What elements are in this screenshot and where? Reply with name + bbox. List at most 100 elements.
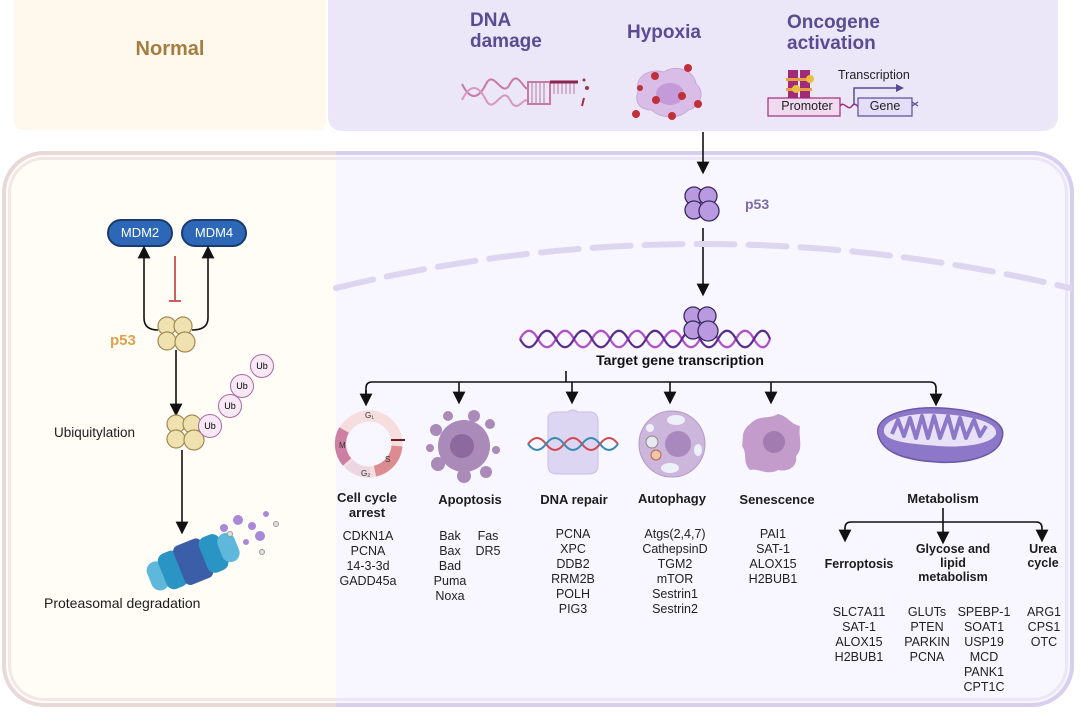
svg-text:M: M [339, 441, 346, 450]
gene: SPEBP-1 [957, 605, 1011, 619]
metabolism-urea-cycle: Urea cycle [1027, 542, 1059, 570]
stress-panel-top [328, 0, 1058, 131]
ubiquitin-chain: Ub Ub Ub Ub [198, 354, 278, 468]
gene: Atgs(2,4,7) [644, 527, 706, 541]
gene-list-apoptosis-col1: Bak Bax Bad Puma Noxa [428, 529, 472, 604]
outcome-metabolism: Metabolism [907, 491, 979, 506]
gene: mTOR [656, 572, 694, 586]
normal-panel-top [14, 0, 326, 130]
gene: PARKIN [904, 635, 950, 649]
gene: GLUTs [907, 605, 947, 619]
gene-list-glycose-col1: GLUTs PTEN PARKIN PCNA [900, 605, 954, 665]
trigger-label: DNA damage [470, 10, 542, 52]
gene: H2BUB1 [748, 572, 798, 586]
gene: CPS1 [1027, 620, 1061, 634]
metabolism-glycose-lipid: Glycose and lipid metabolism [915, 542, 991, 584]
gene: RRM2B [551, 572, 595, 586]
gene: PCNA [909, 650, 945, 664]
p53-tetramer-icon [684, 186, 720, 222]
gene: SAT-1 [756, 542, 790, 556]
gene: XPC [560, 542, 586, 556]
gene: PTEN [910, 620, 944, 634]
gene: ALOX15 [835, 635, 883, 649]
transcription-label: Transcription [838, 68, 910, 82]
p53-normal-tetramer-icon [157, 316, 196, 353]
gene-list-cell-cycle: CDKN1A PCNA 14-3-3d GADD45a [328, 529, 408, 589]
gene: DDB2 [556, 557, 590, 571]
gene: USP19 [964, 635, 1004, 649]
promoter-label: Promoter [781, 99, 833, 113]
hypoxia-cell-icon [632, 64, 702, 120]
svg-text:S: S [385, 455, 390, 464]
cell-membrane-inner-normal [8, 157, 348, 701]
ubiquitin-tag: Ub [198, 414, 222, 438]
outcome-senescence: Senescence [739, 492, 815, 507]
dna-damage-icon [461, 77, 589, 107]
apoptosis-cell-icon [426, 410, 500, 483]
gene: Puma [433, 574, 467, 588]
gene: 14-3-3d [346, 559, 390, 573]
p53-ubiquitinated-icon [166, 414, 205, 451]
ubiquitylation-label: Ubiquitylation [54, 425, 136, 440]
metabolism-ferroptosis: Ferroptosis [824, 557, 894, 571]
ubiquitin-tag: Ub [230, 374, 254, 398]
gene-list-senescence: PAI1 SAT-1 ALOX15 H2BUB1 [738, 527, 808, 587]
gene-list-urea-cycle: ARG1 CPS1 OTC [1022, 605, 1066, 650]
gene: Sestrin1 [652, 587, 698, 601]
gene: Fas [477, 529, 499, 543]
nuclear-envelope [333, 241, 1073, 291]
trigger-hypoxia: Hypoxia [627, 22, 701, 43]
gene: Sestrin2 [652, 602, 698, 616]
ubiquitin-tag: Ub [250, 354, 274, 378]
gene-list-ferroptosis: SLC7A11 SAT-1 ALOX15 H2BUB1 [826, 605, 892, 665]
outcome-autophagy: Autophagy [638, 491, 706, 506]
proteasomal-degradation-label: Proteasomal degradation [44, 595, 201, 611]
gene-label: Gene [869, 99, 901, 113]
outcome-dna-repair: DNA repair [540, 492, 608, 507]
gene: PCNA [350, 544, 386, 558]
gene: Noxa [435, 589, 465, 603]
outcome-cell-cycle-arrest: Cell cycle arrest [337, 490, 397, 520]
gene: CPT1C [963, 680, 1005, 694]
gene: Bad [438, 559, 462, 573]
dna-helix-icon [519, 329, 772, 349]
gene: SOAT1 [963, 620, 1005, 634]
gene: PIG3 [558, 602, 588, 616]
gene: POLH [555, 587, 591, 601]
cell-membrane-inner-stress [336, 157, 1068, 701]
gene: SLC7A11 [832, 605, 886, 619]
gene: CathepsinD [642, 542, 708, 556]
p53-normal-label: p53 [110, 332, 136, 349]
gene: PAI1 [759, 527, 787, 541]
cell-cycle-icon: G₁ S G₂ M [334, 410, 405, 478]
gene: OTC [1030, 635, 1058, 649]
gene: ALOX15 [749, 557, 797, 571]
gene: CDKN1A [342, 529, 394, 543]
normal-label: Normal [135, 38, 205, 60]
p53-bound-tetramer-icon [683, 306, 719, 342]
oncogene-activation-icon [767, 70, 919, 117]
target-gene-transcription-label: Target gene transcription [596, 352, 764, 368]
dna-repair-icon [527, 409, 619, 475]
gene: GADD45a [339, 574, 397, 588]
mitochondrion-icon [877, 406, 1004, 464]
proteasome-icon [146, 511, 279, 591]
ubiquitin-tag: Ub [218, 394, 242, 418]
gene: ARG1 [1026, 605, 1062, 619]
gene: Bak [439, 529, 461, 543]
svg-text:G₁: G₁ [365, 411, 374, 420]
gene: PANK1 [963, 665, 1005, 679]
autophagy-cell-icon [638, 410, 706, 478]
gene: MCD [969, 650, 999, 664]
gene: TGM2 [657, 557, 693, 571]
gene: DR5 [475, 544, 501, 558]
gene-list-autophagy: Atgs(2,4,7) CathepsinD TGM2 mTOR Sestrin… [630, 527, 720, 617]
outcome-apoptosis: Apoptosis [438, 492, 502, 507]
p53-stress-label: p53 [745, 196, 770, 212]
senescence-cell-icon [742, 414, 801, 473]
gene: Bax [439, 544, 461, 558]
gene: H2BUB1 [834, 650, 884, 664]
gene-list-dna-repair: PCNA XPC DDB2 RRM2B POLH PIG3 [538, 527, 608, 617]
gene: PCNA [555, 527, 591, 541]
